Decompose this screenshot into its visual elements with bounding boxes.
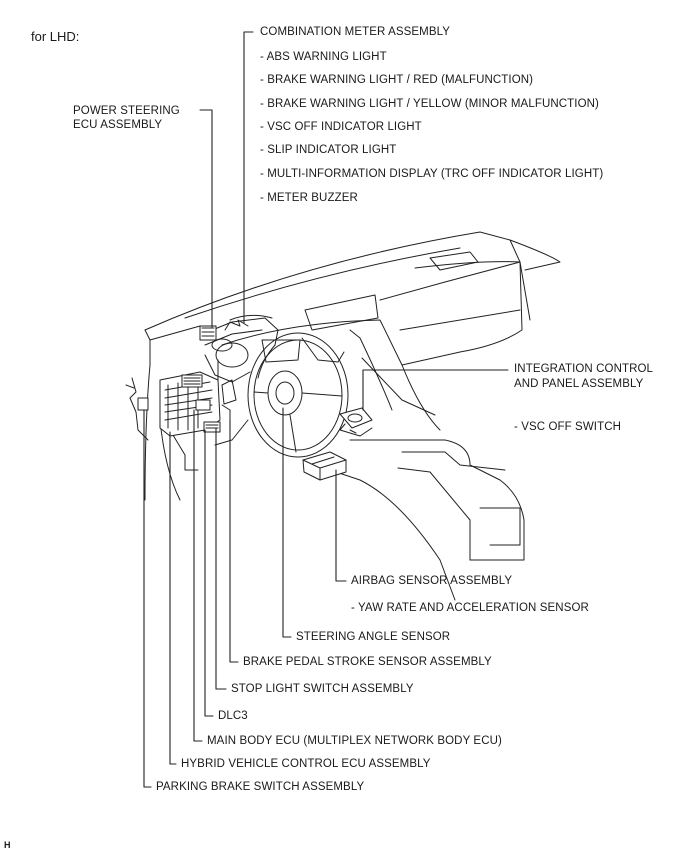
combination-meter-illustration xyxy=(199,314,345,383)
power-steering-label-line2: ECU ASSEMBLY xyxy=(73,119,163,131)
vsc-off-indicator-label: - VSC OFF INDICATOR LIGHT xyxy=(260,121,422,133)
brake-warning-red-label: - BRAKE WARNING LIGHT / RED (MALFUNCTION… xyxy=(260,74,534,86)
vsc-off-switch-label: - VSC OFF SWITCH xyxy=(514,421,622,433)
slip-indicator-label: - SLIP INDICATOR LIGHT xyxy=(260,144,397,156)
combination-meter-label: COMBINATION METER ASSEMBLY xyxy=(260,26,451,38)
meter-buzzer-label: - METER BUZZER xyxy=(260,192,358,204)
integration-control-panel-illustration xyxy=(339,407,373,437)
leader-lines xyxy=(143,31,509,788)
integration-control-label-line2: AND PANEL ASSEMBLY xyxy=(514,378,644,390)
power-steering-ecu-illustration xyxy=(199,325,217,341)
power-steering-label-line1: POWER STEERING xyxy=(73,105,180,117)
brake-pedal-stroke-label: BRAKE PEDAL STROKE SENSOR ASSEMBLY xyxy=(243,656,492,668)
steering-angle-label: STEERING ANGLE SENSOR xyxy=(296,631,451,643)
abs-warning-label: - ABS WARNING LIGHT xyxy=(260,51,387,63)
integration-control-label-line1: INTEGRATION CONTROL xyxy=(514,363,654,375)
airbag-sensor-label: AIRBAG SENSOR ASSEMBLY xyxy=(351,575,513,587)
dlc3-label: DLC3 xyxy=(218,710,248,722)
brake-warning-yellow-label: - BRAKE WARNING LIGHT / YELLOW (MINOR MA… xyxy=(260,98,599,110)
stop-light-switch-label: STOP LIGHT SWITCH ASSEMBLY xyxy=(231,683,414,695)
image-code: H xyxy=(4,840,11,850)
main-body-ecu-label: MAIN BODY ECU (MULTIPLEX NETWORK BODY EC… xyxy=(207,735,502,747)
multi-info-display-label: - MULTI-INFORMATION DISPLAY (TRC OFF IND… xyxy=(260,168,604,180)
yaw-rate-label: - YAW RATE AND ACCELERATION SENSOR xyxy=(351,602,589,614)
airbag-sensor-illustration xyxy=(302,451,347,481)
ecu-cluster-illustration xyxy=(125,371,237,441)
page-heading: for LHD: xyxy=(31,29,80,44)
parking-brake-switch-label: PARKING BRAKE SWITCH ASSEMBLY xyxy=(156,781,365,793)
hybrid-vehicle-ecu-label: HYBRID VEHICLE CONTROL ECU ASSEMBLY xyxy=(181,758,431,770)
